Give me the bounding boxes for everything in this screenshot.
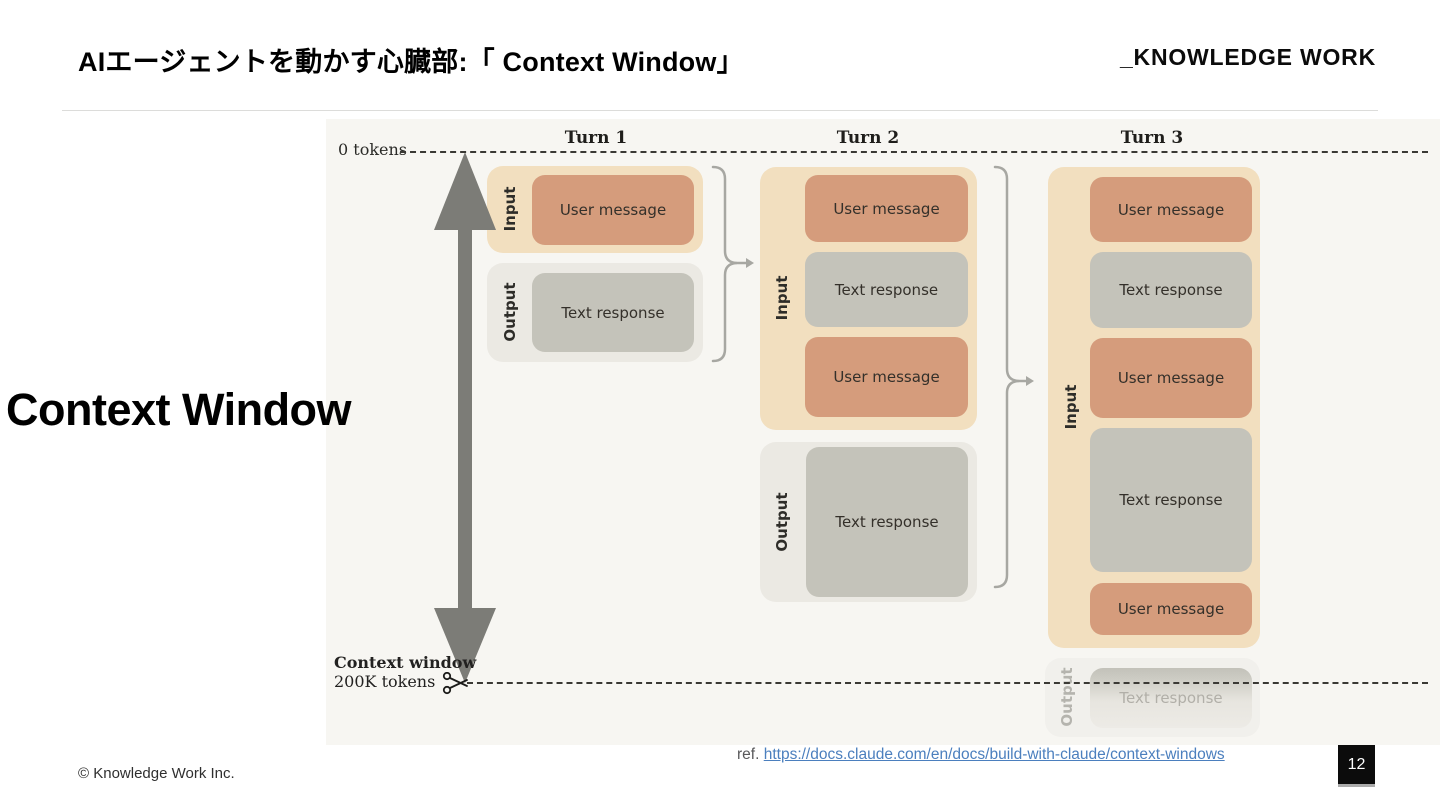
token-axis-double-arrow-icon — [434, 152, 496, 683]
user-message-box: User message — [805, 175, 968, 242]
page-number-badge: 12 — [1338, 745, 1375, 787]
text-response-box: Text response — [1090, 428, 1252, 572]
user-message-box: User message — [1090, 338, 1252, 418]
zero-tokens-label: 0 tokens — [338, 140, 408, 159]
text-response-box: Text response — [806, 447, 968, 597]
turn-2-title: Turn 2 — [836, 128, 900, 148]
context-window-diagram: Turn 1 Turn 2 Turn 3 0 tokens Context wi… — [326, 119, 1440, 745]
knowledge-work-logo: _KNOWLEDGE WORK — [1119, 44, 1376, 70]
text-response-box: Text response — [805, 252, 968, 327]
text-response-box: Text response — [532, 273, 694, 352]
context-limit-dashed-line — [467, 682, 1428, 684]
context-limit-value: 200K tokens — [334, 672, 436, 691]
reference-label: ref. — [737, 746, 760, 763]
reference-line: ref. https://docs.claude.com/en/docs/bui… — [737, 746, 1225, 764]
copyright-text: © Knowledge Work Inc. — [78, 765, 235, 782]
turn-3-output-label-truncated: Output — [1058, 667, 1076, 727]
user-message-box: User message — [1090, 583, 1252, 635]
reference-link[interactable]: https://docs.claude.com/en/docs/build-wi… — [763, 746, 1225, 763]
turn-2-input-label: Input — [773, 275, 791, 321]
page-title: AIエージェントを動かす心臓部:「 Context Window」 — [78, 47, 744, 77]
context-limit-title: Context window — [334, 653, 477, 672]
text-response-box: Text response — [1090, 252, 1252, 328]
turn-1-to-2-brace-arrow-icon — [711, 165, 754, 363]
turn-2-output-label: Output — [773, 492, 791, 552]
user-message-box: User message — [805, 337, 968, 417]
text-response-box-truncated: Text response — [1090, 668, 1252, 728]
context-limit-label: Context window 200K tokens — [334, 653, 476, 691]
title-divider — [62, 110, 1378, 111]
turn-3-input-label: Input — [1062, 384, 1080, 430]
scissors-icon — [442, 672, 468, 695]
context-window-heading: Context Window — [6, 384, 352, 435]
zero-tokens-dashed-line — [400, 151, 1428, 153]
turn-2-to-3-brace-arrow-icon — [993, 165, 1034, 589]
turn-1-title: Turn 1 — [564, 128, 628, 148]
user-message-box: User message — [1090, 177, 1252, 242]
turn-3-title: Turn 3 — [1120, 128, 1184, 148]
user-message-box: User message — [532, 175, 694, 245]
